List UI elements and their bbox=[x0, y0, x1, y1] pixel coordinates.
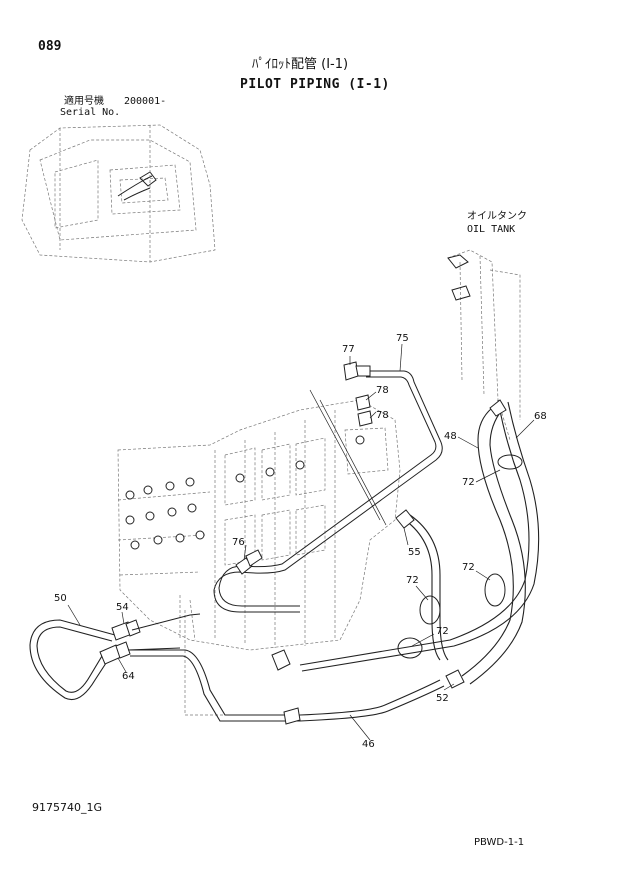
elbow-fitting-77 bbox=[343, 361, 371, 381]
part-number-75: 75 bbox=[396, 333, 409, 344]
part-number-48: 48 bbox=[444, 431, 457, 442]
page-title-english: PILOT PIPING (I-1) bbox=[240, 77, 390, 92]
part-number-78-upper: 78 bbox=[376, 385, 389, 396]
hose-clamp-72-c bbox=[419, 595, 441, 625]
part-number-72-c: 72 bbox=[406, 575, 419, 586]
machine-location-sketch bbox=[21, 124, 216, 263]
serial-number-value: 200001- bbox=[124, 96, 167, 107]
clamp-fitting-upper-right bbox=[489, 399, 507, 417]
hose-55 bbox=[404, 519, 441, 661]
part-number-64: 64 bbox=[122, 671, 135, 682]
hose-end-fitting-48 bbox=[271, 649, 291, 671]
part-number-52: 52 bbox=[436, 693, 449, 704]
part-number-50: 50 bbox=[54, 593, 67, 604]
part-number-72-d: 72 bbox=[436, 626, 449, 637]
hose-clamp-72-a bbox=[497, 454, 523, 470]
hose-clamp-72-b bbox=[484, 573, 506, 607]
pilot-pipe-75 bbox=[213, 370, 443, 613]
connector-fitting-78-lower bbox=[357, 410, 373, 427]
hose-68 bbox=[461, 407, 514, 677]
page-code: PBWD-1-1 bbox=[474, 837, 525, 848]
serial-label-english: Serial No. bbox=[60, 107, 121, 118]
part-number-72-a: 72 bbox=[462, 477, 475, 488]
hose-clamp-72-d bbox=[397, 637, 423, 659]
part-number-78-lower: 78 bbox=[376, 410, 389, 421]
hose-48 bbox=[299, 399, 530, 666]
oil-tank-outline bbox=[447, 249, 521, 441]
oil-tank-label-english: OIL TANK bbox=[467, 224, 516, 235]
oil-tank-label-japanese: オイルタンク bbox=[467, 211, 527, 222]
part-number-72-b: 72 bbox=[462, 562, 475, 573]
part-number-68: 68 bbox=[534, 411, 547, 422]
elbow-fitting-76 bbox=[235, 549, 263, 575]
adapter-fitting-52 bbox=[445, 669, 465, 689]
hose-end-fitting-46 bbox=[283, 707, 301, 725]
hose-50 bbox=[29, 619, 116, 701]
page-title-japanese: ﾊﾟｲﾛｯﾄ配管 (I-1) bbox=[252, 57, 349, 72]
document-number: 9175740_1G bbox=[32, 801, 103, 814]
part-number-77: 77 bbox=[342, 344, 355, 355]
swivel-fitting-55 bbox=[395, 509, 415, 529]
part-number-76: 76 bbox=[232, 537, 245, 548]
serial-label-japanese: 適用号機 bbox=[64, 96, 104, 107]
connector-fitting-78-upper bbox=[355, 394, 371, 411]
part-number-54: 54 bbox=[116, 602, 129, 613]
part-number-55: 55 bbox=[408, 547, 421, 558]
hose-46 bbox=[130, 649, 441, 716]
valve-bolt-heads bbox=[125, 435, 365, 550]
part-number-46: 46 bbox=[362, 739, 375, 750]
page-number: 089 bbox=[38, 39, 62, 54]
leader-lines bbox=[67, 343, 535, 741]
